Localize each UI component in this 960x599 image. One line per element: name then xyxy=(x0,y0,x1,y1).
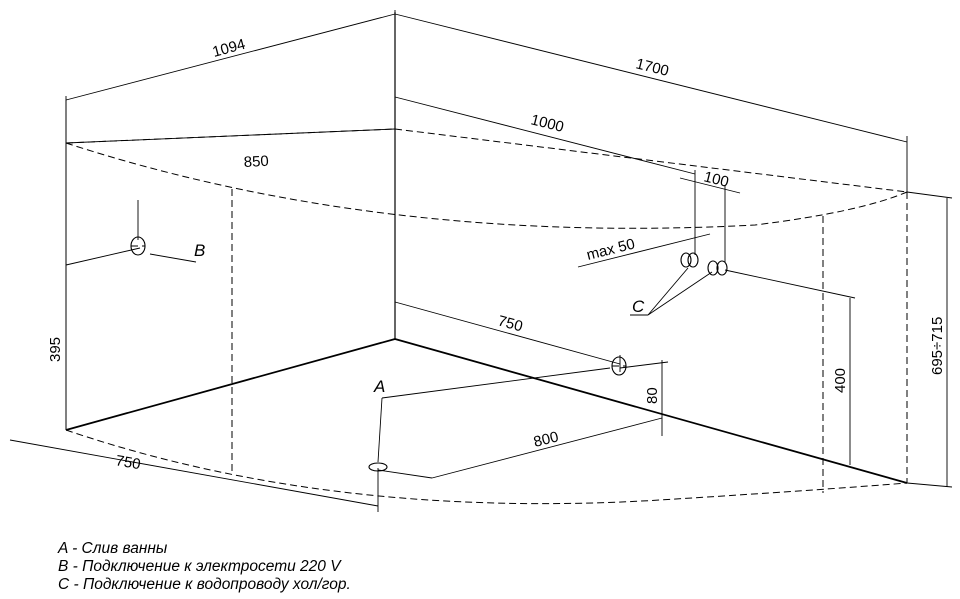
dim-395: 395 xyxy=(47,337,64,362)
hot-pipe-icon xyxy=(707,260,719,276)
cold-pipe-icon xyxy=(680,252,692,268)
dim-100: 100 xyxy=(702,168,730,191)
floor-drain-icon xyxy=(368,462,388,472)
legend-item-a: A - Слив ванны xyxy=(58,540,168,557)
dim-750-right: 750 xyxy=(496,312,525,335)
dim-1094: 1094 xyxy=(211,36,248,61)
marker-b: B xyxy=(194,241,205,260)
dimension-labels: 1094 1700 1000 850 100 max 50 395 750 80… xyxy=(47,36,946,473)
dim-800: 800 xyxy=(532,428,560,451)
dim-400: 400 xyxy=(832,368,849,393)
dim-1000: 1000 xyxy=(529,111,565,136)
marker-letters: A B C xyxy=(194,241,645,396)
bathtub-outline xyxy=(65,128,908,505)
marker-a: A xyxy=(373,377,385,396)
legend-item-c: C - Подключение к водопроводу хол/гор. xyxy=(58,576,351,593)
dim-1700: 1700 xyxy=(634,55,670,80)
legend-item-b: B - Подключение к электросети 220 V xyxy=(58,558,341,575)
marker-c: C xyxy=(632,297,645,316)
dim-750-left: 750 xyxy=(114,452,142,473)
dim-80: 80 xyxy=(644,387,661,404)
dim-850: 850 xyxy=(243,153,269,171)
dimension-lines xyxy=(9,10,953,512)
dim-max-50: max 50 xyxy=(585,235,637,263)
fixtures xyxy=(130,236,728,472)
wall-geometry xyxy=(65,12,908,484)
dim-695-715: 695÷715 xyxy=(929,317,946,375)
legend: A - Слив ванны B - Подключение к электро… xyxy=(58,540,351,594)
